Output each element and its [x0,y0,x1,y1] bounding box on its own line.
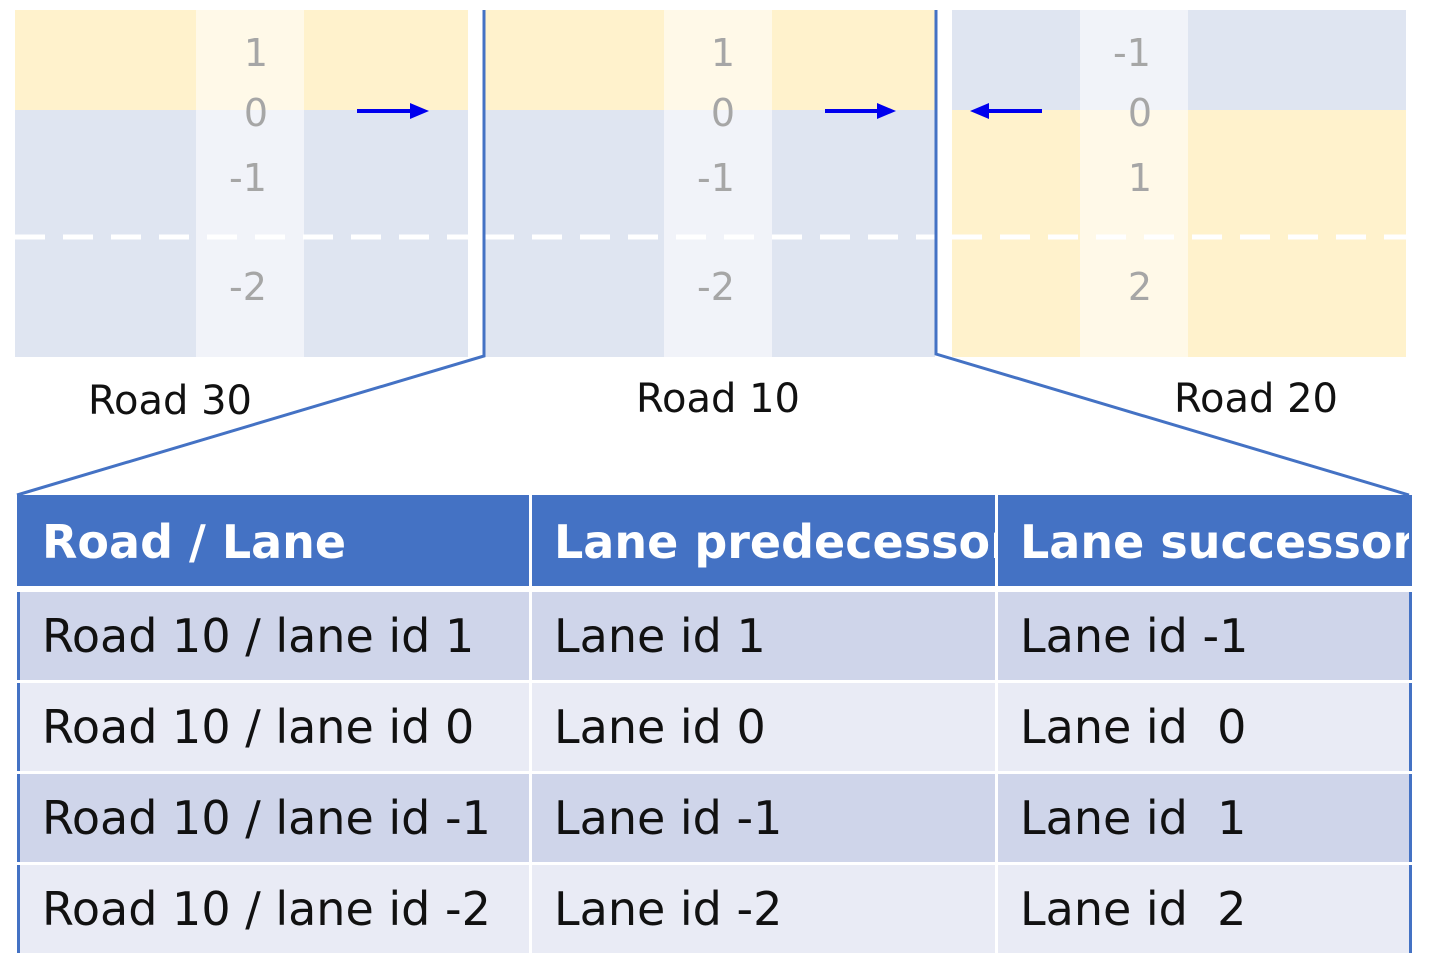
road-30-id-strip [196,10,304,357]
lane-id-label: 1 [1128,156,1152,200]
lane-id-label: -1 [229,156,267,200]
road-20: -1 0 1 2 [952,10,1406,357]
road-10: 1 0 -1 -2 [484,10,935,357]
header-road-lane: Road / Lane [18,496,532,592]
lane-id-label: -1 [697,156,735,200]
cell-predecessor: Lane id 1 [530,589,998,683]
header-lane-predecessor: Lane predecessor [530,496,998,592]
table-row: Road 10 / lane id 1 Lane id 1 Lane id -1 [18,589,1411,683]
cell-predecessor: Lane id 0 [530,681,998,774]
cell-predecessor: Lane id -2 [530,863,998,956]
lane-id-label: 2 [1128,265,1152,309]
zoom-connector-left [16,10,486,497]
cell-successor: Lane id 0 [996,681,1411,774]
table-row: Road 10 / lane id -1 Lane id -1 Lane id … [18,772,1411,865]
lane-link-table: Road / Lane Lane predecessor Lane succes… [17,495,1412,956]
cell-successor: Lane id 2 [996,863,1411,956]
table-header-row: Road / Lane Lane predecessor Lane succes… [18,496,1411,592]
lane-id-label: -1 [1113,31,1151,75]
lane-id-label: -2 [229,265,267,309]
header-lane-successor: Lane successor [996,496,1411,592]
lane-id-label: 0 [244,91,268,135]
cell-road-lane: Road 10 / lane id -1 [18,772,532,865]
cell-road-lane: Road 10 / lane id 0 [18,681,532,774]
cell-successor: Lane id -1 [996,589,1411,683]
table-row: Road 10 / lane id -2 Lane id -2 Lane id … [18,863,1411,956]
arrow-right-icon [357,103,429,119]
road-30-label: Road 30 [88,378,252,424]
arrow-left-icon [970,103,1042,119]
cell-road-lane: Road 10 / lane id -2 [18,863,532,956]
lane-id-label: 0 [711,91,735,135]
lane-id-label: 1 [711,31,735,75]
road-10-id-strip [664,10,772,357]
arrow-right-icon [825,103,896,119]
lane-id-label: -2 [697,265,735,309]
cell-road-lane: Road 10 / lane id 1 [18,589,532,683]
cell-predecessor: Lane id -1 [530,772,998,865]
road-20-label: Road 20 [1174,376,1338,422]
lane-id-label: 1 [244,31,268,75]
lane-id-label: 0 [1128,91,1152,135]
road-30: 1 0 -1 -2 [15,10,468,357]
cell-successor: Lane id 1 [996,772,1411,865]
zoom-connector-right [934,10,1410,497]
road-20-id-strip [1080,10,1188,357]
table-row: Road 10 / lane id 0 Lane id 0 Lane id 0 [18,681,1411,774]
road-10-label: Road 10 [636,376,800,422]
